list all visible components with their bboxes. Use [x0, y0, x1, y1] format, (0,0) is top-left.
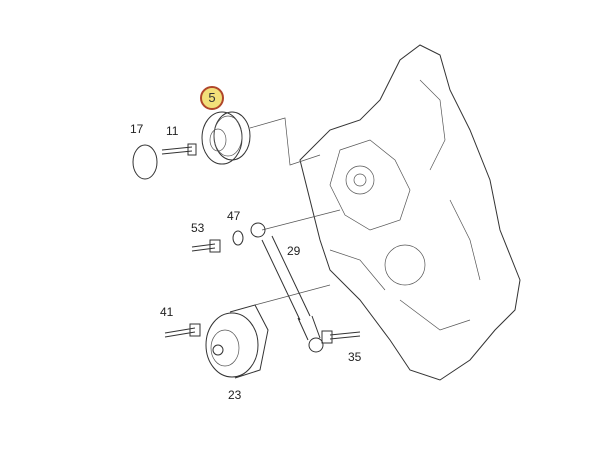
- washer: [232, 230, 244, 246]
- part-label-53[interactable]: 53: [191, 221, 205, 235]
- part-label-35[interactable]: 35: [348, 350, 362, 364]
- part-label-11[interactable]: 11: [166, 124, 179, 138]
- engine-block: [299, 44, 521, 381]
- part-label-17[interactable]: 17: [130, 122, 144, 136]
- part-label-29[interactable]: 29: [287, 244, 301, 258]
- part-label-5-highlighted[interactable]: 5: [200, 86, 224, 110]
- cap: [132, 144, 158, 180]
- part-label-23[interactable]: 23: [228, 388, 242, 402]
- tensioner-damper: [250, 222, 324, 353]
- part-label-41[interactable]: 41: [160, 305, 174, 319]
- bolt-53: [191, 239, 221, 253]
- belt-tensioner: [205, 304, 269, 379]
- idler-pulley: [201, 111, 251, 165]
- bolt-35: [321, 330, 361, 344]
- bolt-11: [161, 143, 197, 156]
- bolt-41: [164, 323, 201, 338]
- part-label-47[interactable]: 47: [227, 209, 241, 223]
